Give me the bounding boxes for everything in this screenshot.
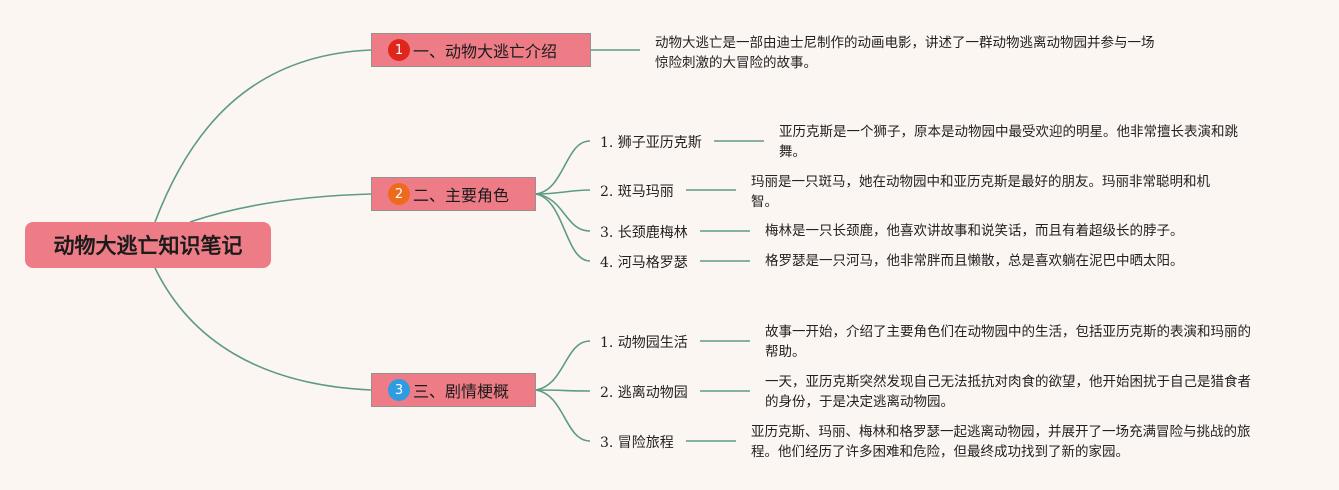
character-label[interactable]: 1. 狮子亚历克斯: [600, 135, 702, 151]
link-topic3-item2: [535, 389, 591, 392]
topic-title: 二、主要角色: [413, 186, 510, 205]
character-description: 格罗瑟是一只河马，他非常胖而且懒散，总是喜欢躺在泥巴中晒太阳。: [765, 253, 1184, 269]
topic-characters[interactable]: 2 二、主要角色: [371, 177, 536, 211]
character-description: 亚历克斯是一个狮子，原本是动物园中最受欢迎的明星。他非常擅长表演和跳舞。: [779, 124, 1238, 160]
plot-label[interactable]: 1. 动物园生活: [600, 335, 688, 351]
root-title: 动物大逃亡知识笔记: [53, 234, 243, 258]
topic-title: 一、动物大逃亡介绍: [413, 42, 558, 61]
character-label[interactable]: 2. 斑马玛丽: [600, 184, 674, 200]
plot-description: 故事一开始，介绍了主要角色们在动物园中的生活，包括亚历克斯的表演和玛丽的帮助。: [765, 324, 1251, 360]
character-label[interactable]: 3. 长颈鹿梅林: [600, 225, 688, 241]
character-description: 梅林是一只长颈鹿，他喜欢讲故事和说笑话，而且有着超级长的脖子。: [765, 223, 1184, 239]
plot-description: 亚历克斯、玛丽、梅林和格罗瑟一起逃离动物园，并展开了一场充满冒险与挑战的旅程。他…: [751, 424, 1251, 460]
link-root-topic3: [154, 267, 372, 391]
topic-description: 动物大逃亡是一部由迪士尼制作的动画电影，讲述了一群动物逃离动物园并参与一场惊险刺…: [655, 35, 1155, 71]
plot-label[interactable]: 3. 冒险旅程: [600, 435, 674, 451]
topic-plot[interactable]: 3 三、剧情梗概: [371, 373, 536, 407]
character-description: 玛丽是一只斑马，她在动物园中和亚历克斯是最好的朋友。玛丽非常聪明和机智。: [751, 174, 1210, 210]
link-root-topic2: [189, 193, 372, 223]
link-topic3-item1: [535, 340, 591, 391]
number-badge-3: 3: [388, 379, 410, 401]
link-topic2-item4: [535, 193, 591, 262]
topic-title: 三、剧情梗概: [413, 382, 510, 401]
plot-description: 一天，亚历克斯突然发现自己无法抵抗对肉食的欲望，他开始困扰于自己是猎食者的身份，…: [765, 374, 1251, 410]
character-label[interactable]: 4. 河马格罗瑟: [600, 255, 688, 271]
link-root-topic1: [154, 49, 372, 223]
root-node[interactable]: 动物大逃亡知识笔记: [25, 222, 271, 268]
number-badge-2: 2: [388, 183, 410, 205]
number-badge-1: 1: [388, 39, 410, 61]
link-topic3-item3: [535, 389, 591, 442]
plot-label[interactable]: 2. 逃离动物园: [600, 385, 688, 401]
topic-introduction[interactable]: 1 一、动物大逃亡介绍: [371, 33, 591, 67]
link-topic2-item3: [535, 193, 591, 232]
link-topic2-item1: [535, 140, 591, 195]
link-topic2-item2: [535, 189, 591, 195]
